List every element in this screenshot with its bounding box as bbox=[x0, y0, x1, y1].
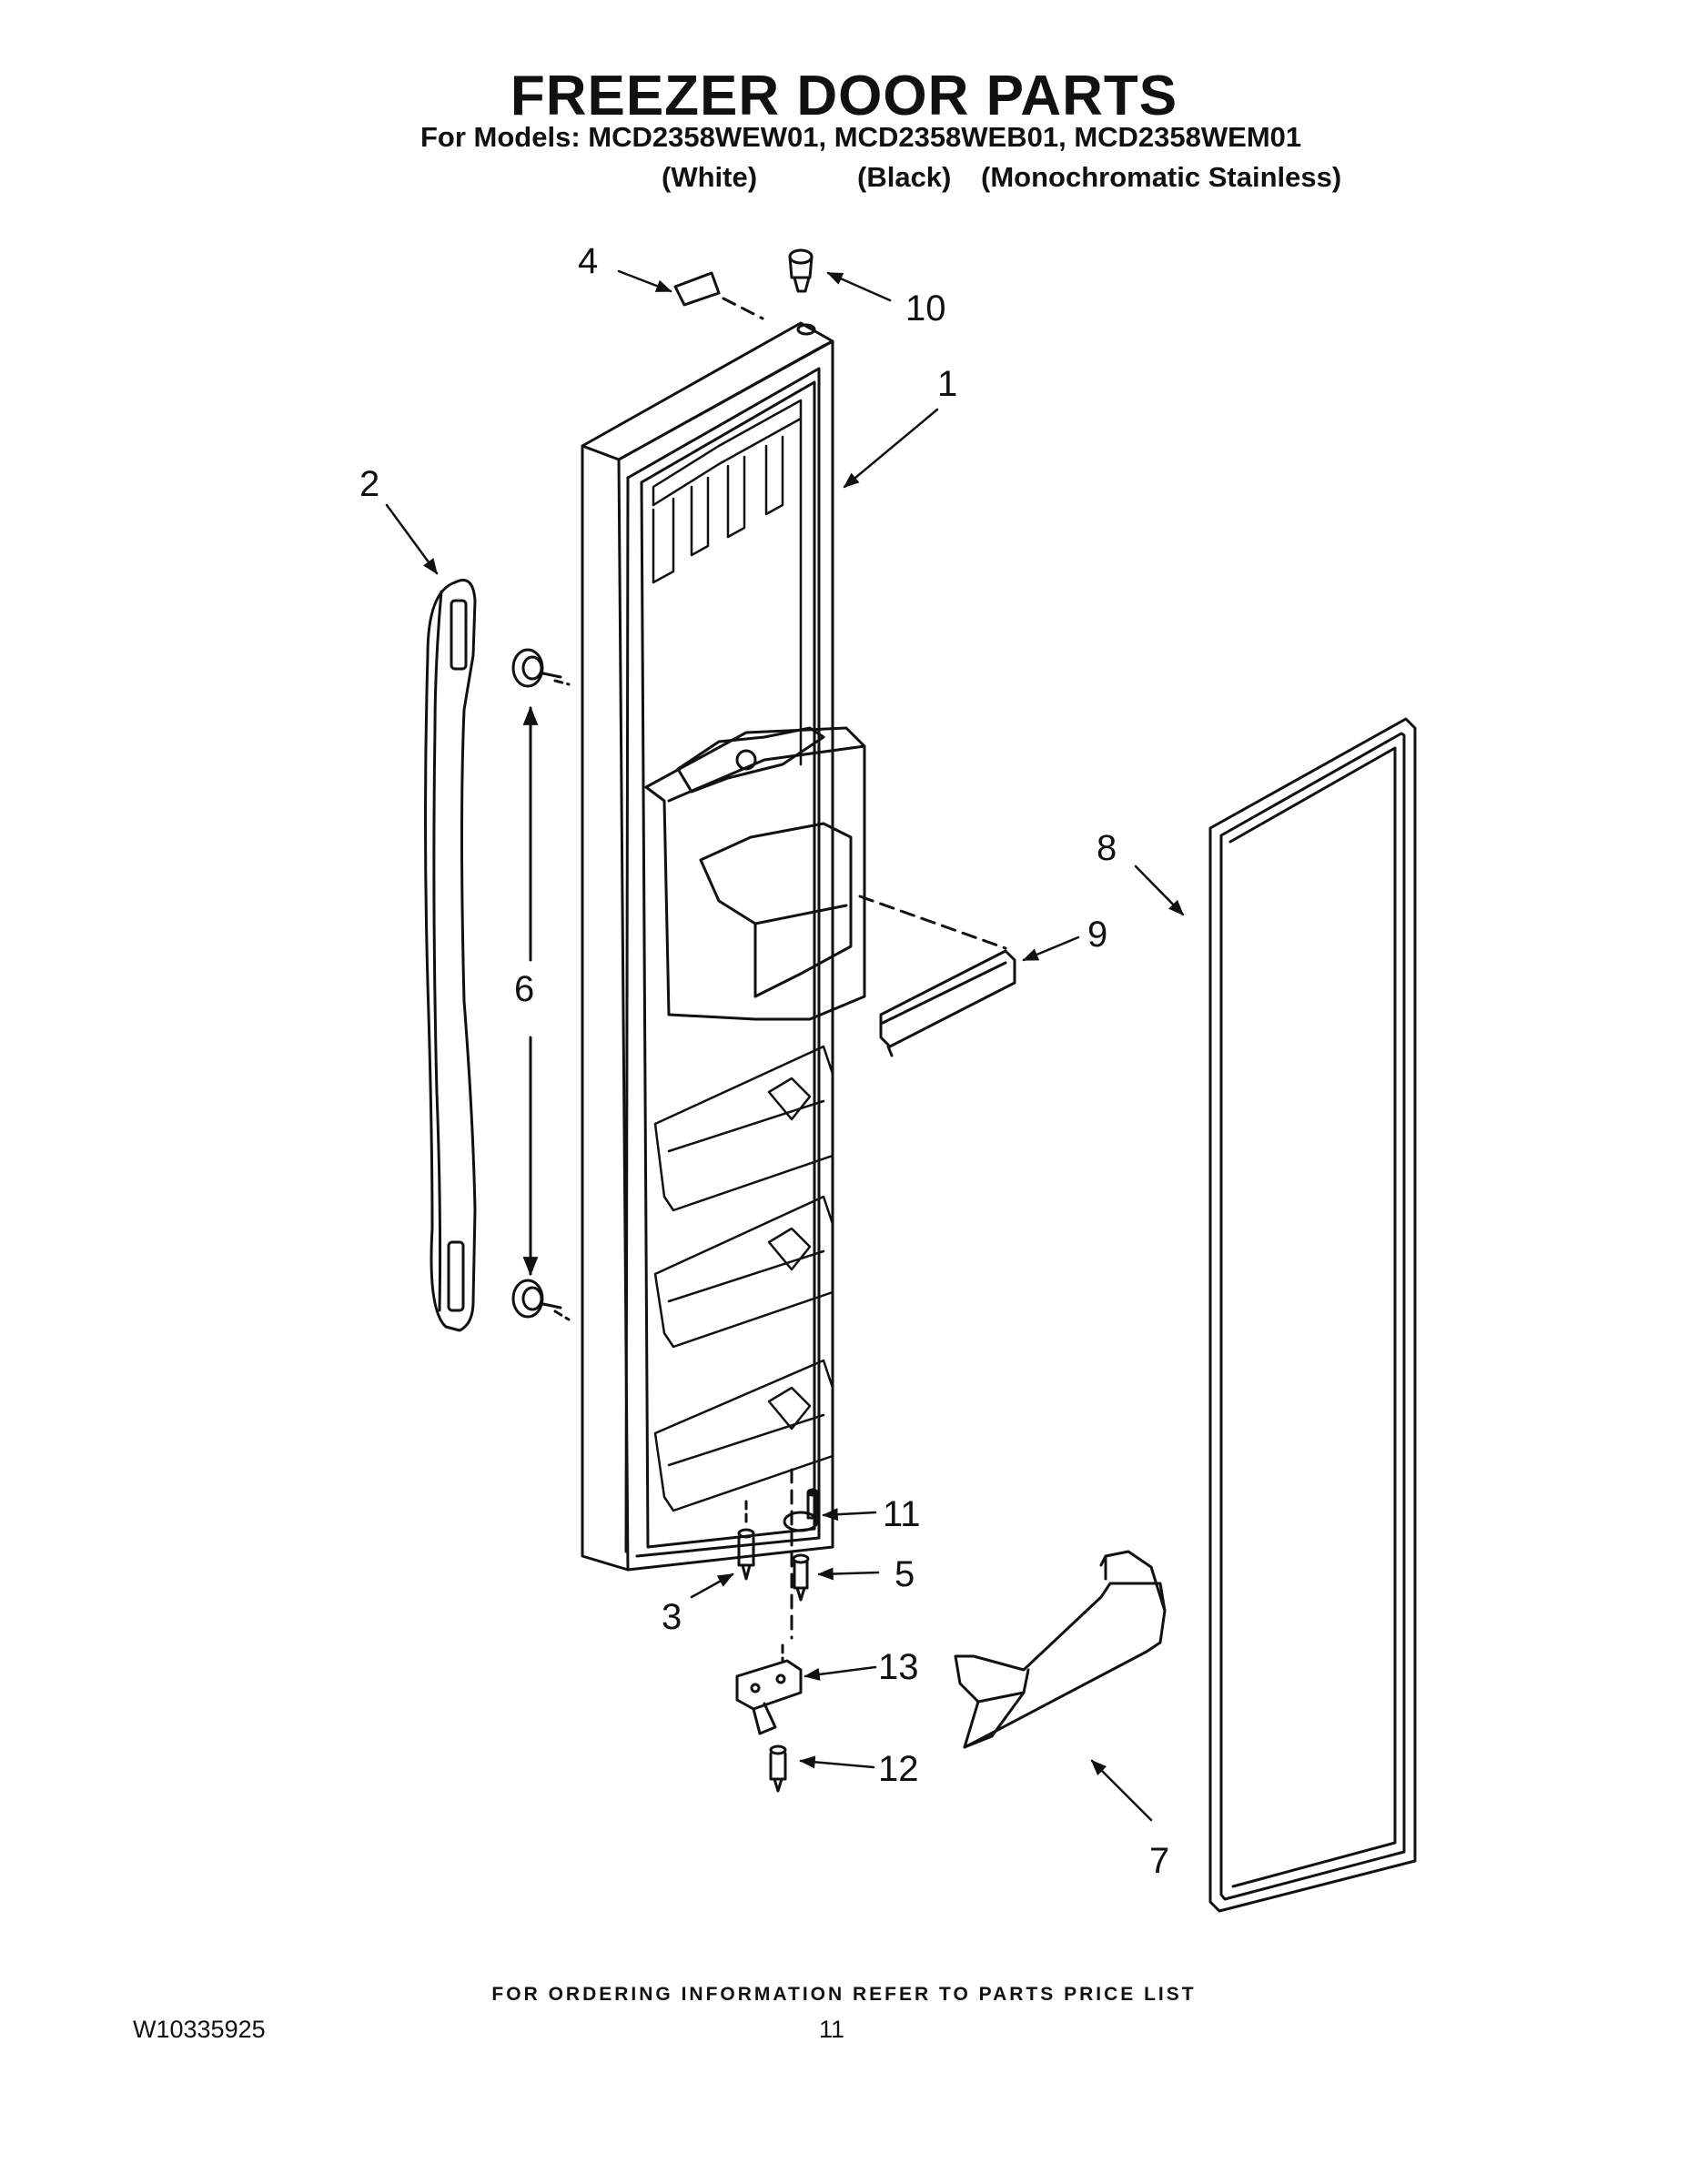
page-number: 11 bbox=[819, 2016, 845, 2043]
handle-stud-top bbox=[511, 648, 562, 688]
freezer-door-assembly bbox=[581, 321, 866, 1572]
callout-10: 10 bbox=[905, 288, 946, 329]
callout-1: 1 bbox=[937, 364, 957, 404]
callout-9: 9 bbox=[1087, 915, 1107, 955]
callout-3: 3 bbox=[662, 1597, 682, 1637]
callout-2: 2 bbox=[359, 464, 379, 504]
screw-5 bbox=[792, 1553, 810, 1602]
models-line: For Models: MCD2358WEW01, MCD2358WEB01, … bbox=[420, 121, 1302, 153]
door-gasket-part bbox=[1208, 717, 1417, 1913]
handle-stud-bottom bbox=[511, 1279, 562, 1319]
door-plug-part bbox=[673, 271, 721, 307]
callout-numbers: 1 2 3 4 5 6 7 8 9 10 11 12 13 bbox=[359, 241, 1169, 1881]
lower-hinge-part bbox=[735, 1659, 803, 1735]
callout-4: 4 bbox=[578, 241, 598, 281]
ordering-note: FOR ORDERING INFORMATION REFER TO PARTS … bbox=[491, 1984, 1197, 2005]
page-title: FREEZER DOOR PARTS bbox=[510, 65, 1178, 127]
callout-5: 5 bbox=[895, 1554, 915, 1594]
color-label-stainless: (Monochromatic Stainless) bbox=[981, 161, 1342, 193]
door-handle-part bbox=[424, 579, 477, 1332]
screw-3 bbox=[737, 1528, 755, 1581]
color-label-white: (White) bbox=[662, 161, 758, 193]
callout-12: 12 bbox=[878, 1749, 919, 1789]
callout-6: 6 bbox=[514, 969, 534, 1009]
trim-strip-part bbox=[879, 949, 1016, 1057]
color-label-black: (Black) bbox=[857, 161, 952, 193]
hinge-bushing-part bbox=[788, 248, 816, 336]
door-bin-part bbox=[954, 1550, 1167, 1749]
callout-8: 8 bbox=[1097, 828, 1117, 868]
hinge-pin-part bbox=[783, 1488, 819, 1532]
screw-12 bbox=[769, 1744, 787, 1793]
leader-arrows bbox=[385, 269, 1185, 1822]
callout-7: 7 bbox=[1149, 1841, 1169, 1881]
callout-11: 11 bbox=[883, 1494, 921, 1534]
document-number: W10335925 bbox=[133, 2016, 266, 2043]
callout-13: 13 bbox=[878, 1647, 919, 1687]
